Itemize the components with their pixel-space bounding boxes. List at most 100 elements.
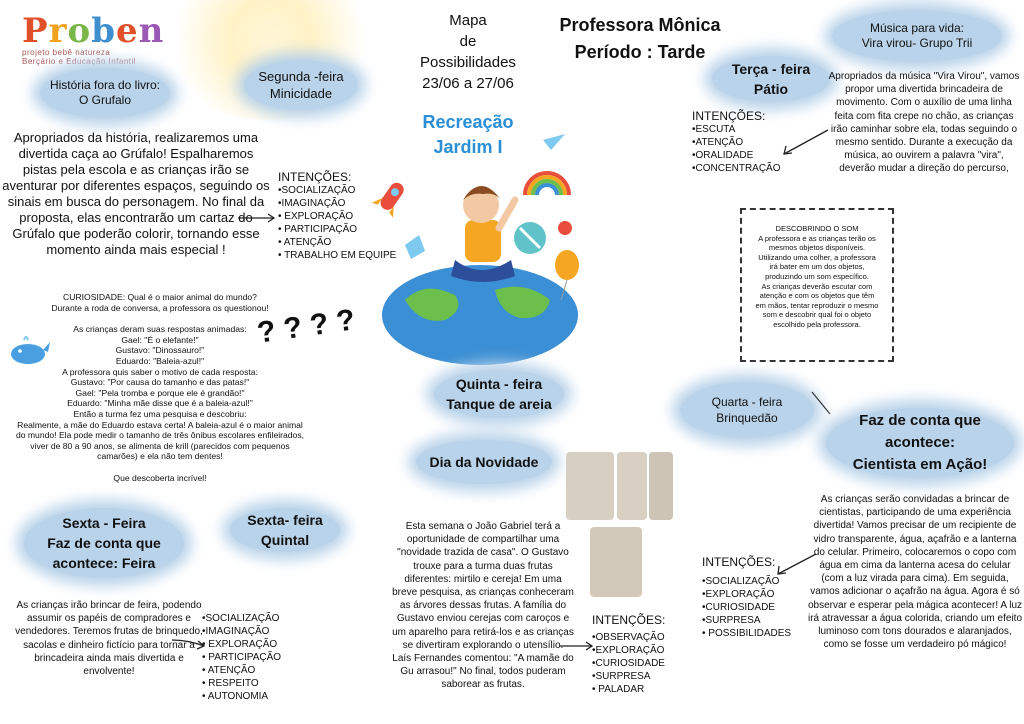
tuesday-paragraph: Apropriados da música "Vira Virou", vamo… bbox=[828, 71, 1020, 175]
intentions-title: INTENÇÕES: bbox=[702, 555, 776, 569]
curiosity-line: do mundo! Ela pode medir o tamanho de tr… bbox=[15, 430, 305, 441]
thursday-paragraph: Esta semana o João Gabriel terá a oportu… bbox=[392, 521, 574, 691]
curiosity-line: CURIOSIDADE: Qual é o maior animal do mu… bbox=[63, 292, 257, 302]
friday-day-cloud: Sexta- feira Quintal bbox=[230, 508, 340, 552]
intention-item: •EXPLORAÇÃO bbox=[702, 589, 775, 600]
photo-child-1 bbox=[566, 452, 614, 520]
intention-item: • PARTICIPAÇÃO bbox=[202, 652, 282, 663]
intention-item: •CURIOSIDADE bbox=[702, 602, 775, 613]
curiosity-line: Então a turma fez uma pesquisa e descobr… bbox=[73, 408, 247, 419]
rocket-icon bbox=[371, 182, 404, 218]
tuesday-music-cloud: Música para vida: Vira virou- Grupo Trii bbox=[832, 10, 1002, 62]
box-line: som e descobrir qual foi o objeto bbox=[762, 310, 872, 320]
cloud-line: Dia da Novidade bbox=[429, 454, 539, 470]
intention-item: • ATENÇÃO bbox=[278, 237, 332, 248]
photo-child-2 bbox=[617, 452, 647, 520]
cloud-line: Minicidade bbox=[269, 86, 333, 101]
paper-plane-icon bbox=[543, 134, 565, 150]
intention-item: •OBSERVAÇÃO bbox=[592, 632, 665, 643]
curiosity-line: Gael: "Pela tromba e porque ele é grandã… bbox=[75, 387, 245, 398]
box-line: atenção e com os objetos que têm bbox=[759, 291, 875, 301]
cloud-line: Sexta - Feira bbox=[62, 515, 146, 531]
intention-item: • EXPLORAÇÃO bbox=[278, 211, 354, 222]
logo-subtitle: projeto bebê natureza bbox=[22, 48, 111, 57]
intention-item: •SURPRESA bbox=[592, 671, 651, 682]
curiosity-line: Gael: "É o elefante!" bbox=[121, 334, 199, 345]
box-line: mesmos objetos disponíveis. bbox=[768, 243, 866, 253]
class-line: Recreação bbox=[422, 112, 514, 132]
cloud-line: História fora do livro: bbox=[49, 78, 161, 92]
cloud-line: Segunda -feira bbox=[258, 69, 344, 84]
arrow-icon bbox=[777, 553, 817, 575]
intention-item: • PALADAR bbox=[592, 684, 645, 695]
class-title: Recreação Jardim I bbox=[398, 110, 538, 160]
box-title: DESCOBRINDO O SOM bbox=[775, 224, 859, 233]
lollipop-icon bbox=[558, 221, 572, 235]
teacher-name: Professora Mônica bbox=[559, 15, 721, 35]
intention-item: • PARTICIPAÇÃO bbox=[278, 224, 358, 235]
proben-logo: Proben projeto bebê natureza Berçário e … bbox=[22, 14, 164, 66]
period-label: Período : Tarde bbox=[574, 42, 706, 62]
class-line: Jardim I bbox=[433, 137, 503, 157]
arrow-icon bbox=[560, 641, 594, 651]
map-title: Mapa de Possibilidades 23/06 a 27/06 bbox=[398, 10, 538, 94]
intention-item: • RESPEITO bbox=[202, 678, 259, 689]
cloud-line: Sexta- feira bbox=[247, 512, 323, 528]
curiosity-line: Eduardo: "Minha mãe disse que é a baleia… bbox=[67, 398, 253, 409]
box-line: produzindo um som específico. bbox=[765, 271, 869, 281]
cloud-line: Quintal bbox=[260, 532, 310, 548]
curiosity-block: CURIOSIDADE: Qual é o maior animal do mu… bbox=[2, 292, 318, 484]
curiosity-line: As crianças deram suas respostas animada… bbox=[73, 324, 247, 335]
curiosity-line bbox=[2, 462, 318, 473]
thursday-day-cloud: Quinta - feira Tanque de areia bbox=[434, 370, 564, 418]
arrow-icon bbox=[171, 639, 206, 650]
photo-child-3 bbox=[649, 452, 673, 520]
wednesday-paragraph: As crianças serão convidadas a brincar d… bbox=[808, 494, 1023, 651]
intention-item: •CURIOSIDADE bbox=[592, 658, 665, 669]
kid-on-globe-illustration bbox=[371, 134, 579, 365]
globe-land bbox=[495, 286, 550, 319]
connector-line bbox=[811, 391, 831, 415]
intention-item: •SOCIALIZAÇÃO bbox=[702, 576, 780, 587]
curiosity-line: Que descoberta incrível! bbox=[113, 472, 207, 483]
cloud-line: Terça - feira bbox=[731, 61, 811, 77]
balloon-icon bbox=[555, 250, 579, 280]
wednesday-intentions: INTENÇÕES: •SOCIALIZAÇÃO •EXPLORAÇÃO •CU… bbox=[702, 556, 791, 640]
cloud-line: Música para vida: bbox=[869, 21, 965, 35]
intention-item: • TRABALHO EM EQUIPE bbox=[278, 250, 397, 261]
monday-story-cloud: História fora do livro: O Grufalo bbox=[40, 68, 170, 118]
arrow-icon bbox=[783, 129, 829, 155]
intention-item: • EXPLORAÇÃO bbox=[202, 639, 278, 650]
sound-discovery-text: DESCOBRINDO O SOM A professora e as cria… bbox=[744, 224, 890, 330]
intention-item: •ESCUTA bbox=[692, 124, 736, 135]
curiosity-line: Gustavo: "Por causa do tamanho e das pat… bbox=[70, 377, 250, 388]
logo-subtitle-2: Berçário e Educação Infantil bbox=[22, 57, 137, 66]
cloud-line: acontece: Feira bbox=[52, 555, 156, 571]
friday-paragraph: As crianças irão brincar de feira, poden… bbox=[15, 600, 203, 678]
teacher-block: Professora Mônica Período : Tarde bbox=[540, 12, 740, 66]
curiosity-line: Eduardo: "Baleia-azul!" bbox=[115, 355, 205, 366]
intentions-title: INTENÇÕES: bbox=[692, 109, 766, 123]
kid-pants bbox=[451, 260, 515, 282]
globe-land bbox=[405, 288, 459, 321]
intentions-title: INTENÇÕES: bbox=[592, 613, 666, 627]
curiosity-line: Realmente, a mãe do Eduardo estava certa… bbox=[17, 419, 303, 430]
map-title-line: Mapa bbox=[449, 12, 487, 29]
cloud-line: Faz de conta que bbox=[47, 535, 161, 551]
map-title-line: Possibilidades bbox=[420, 54, 516, 71]
cloud-line: Quinta - feira bbox=[455, 376, 543, 392]
wednesday-day-cloud: Quarta - feira Brinquedão bbox=[680, 382, 814, 438]
intention-item: • AUTONOMIA bbox=[202, 691, 269, 702]
cloud-line: Cientista em Ação! bbox=[852, 456, 988, 473]
sound-discovery-box bbox=[740, 208, 894, 362]
curiosity-line: A professora quis saber o motivo de cada… bbox=[62, 366, 258, 377]
kid-shirt bbox=[465, 220, 501, 262]
monday-intentions: INTENÇÕES: •SOCIALIZAÇÃO •IMAGINAÇÃO • E… bbox=[278, 171, 396, 262]
monday-day-cloud: Segunda -feira Minicidade bbox=[244, 60, 358, 110]
kite-icon bbox=[405, 235, 425, 259]
box-line: Utilizando uma colher, a professora bbox=[758, 252, 876, 262]
whale-icon bbox=[11, 336, 50, 364]
kid-hair bbox=[463, 186, 501, 200]
intention-item: •IMAGINAÇÃO bbox=[202, 626, 270, 637]
box-line: irá bater em um dos objetos, bbox=[769, 262, 865, 272]
